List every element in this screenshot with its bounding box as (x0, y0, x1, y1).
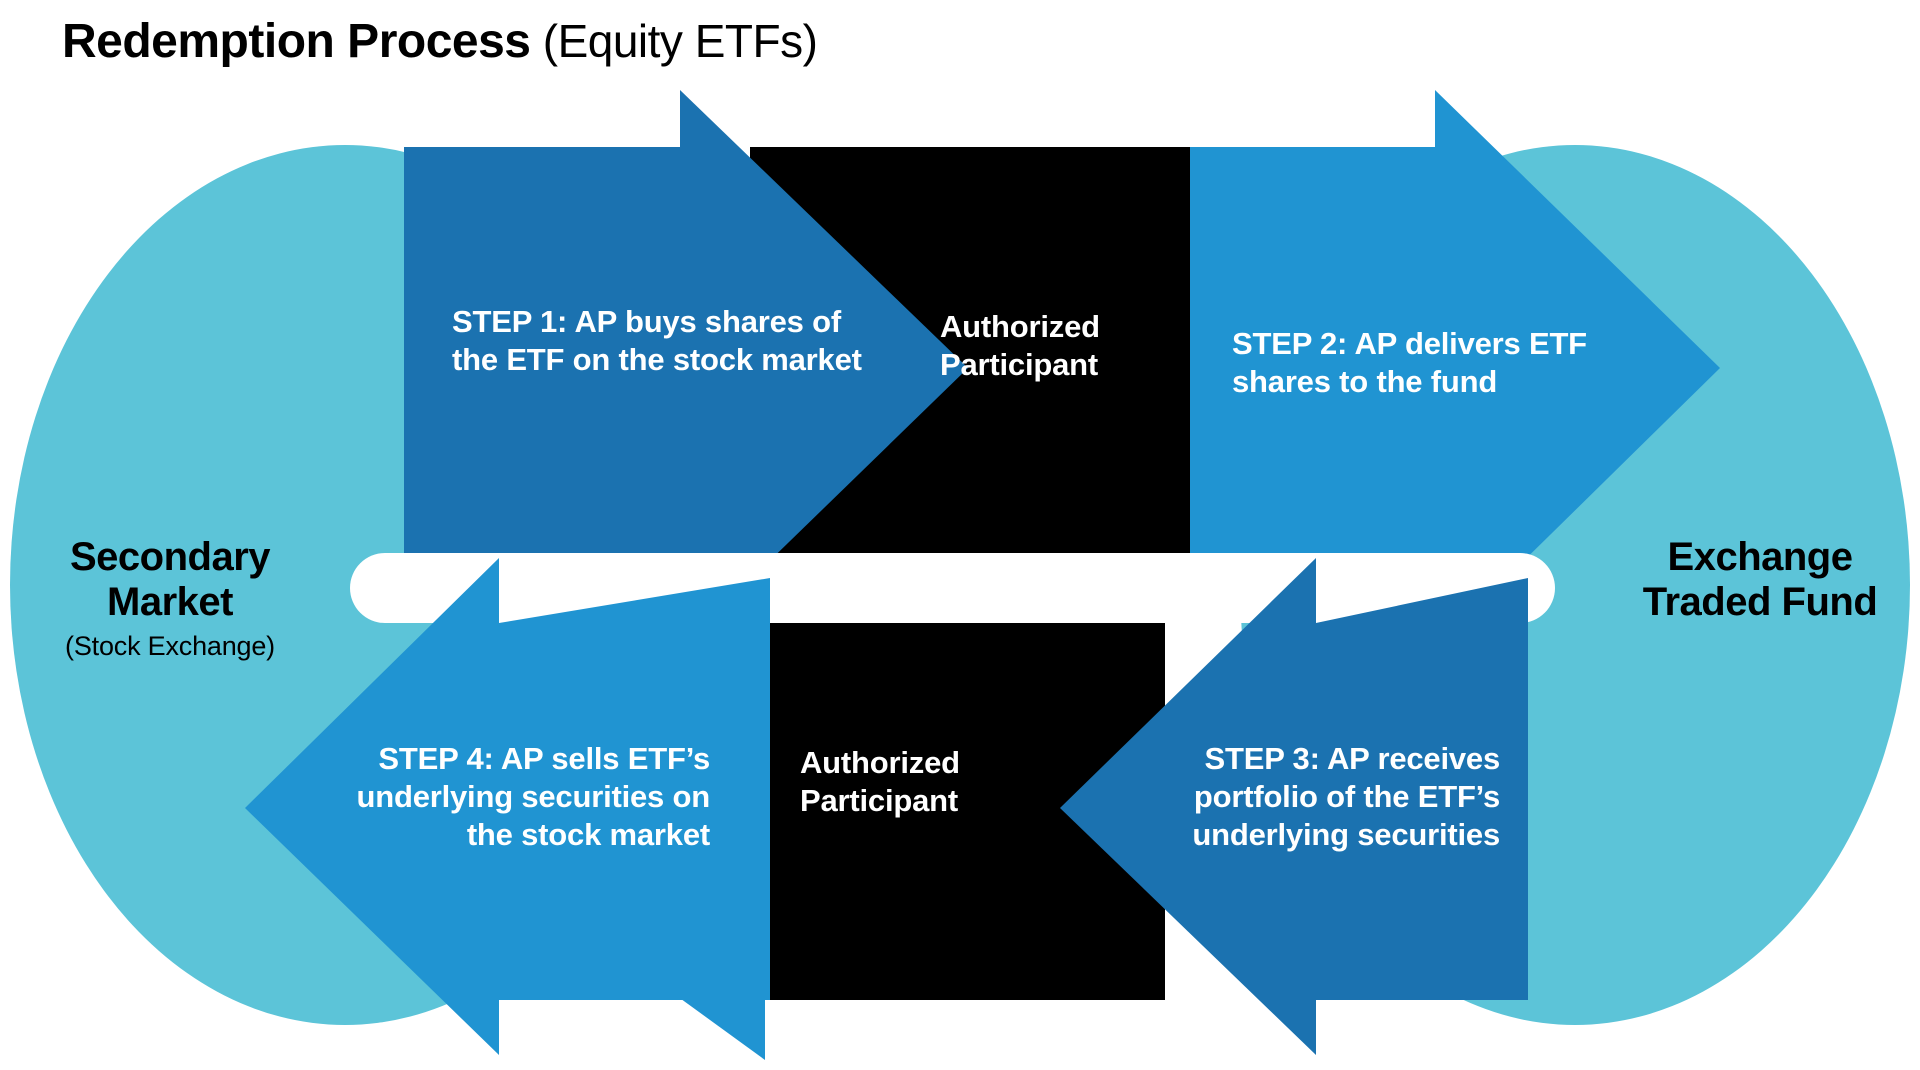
page-title: Redemption Process (Equity ETFs) (62, 15, 818, 68)
secondary-market-label: Secondary Market (Stock Exchange) (10, 535, 330, 661)
authorized-participant-label-bottom: Authorized Participant (800, 745, 960, 819)
step-2-label: STEP 2: AP delivers ETF shares to the fu… (1232, 326, 1587, 399)
authorized-participant-label-top: Authorized Participant (940, 309, 1100, 383)
step-4-arrow-body (245, 558, 770, 1055)
exchange-traded-fund-title: Exchange Traded Fund (1642, 535, 1878, 624)
step-1-arrow (404, 90, 968, 648)
step-4-label: STEP 4: AP sells ETF’s underlying securi… (356, 741, 710, 852)
page-title-main: Redemption Process (62, 15, 531, 68)
step-3-arrow (1060, 558, 1528, 1055)
step-3-label: STEP 3: AP receives portfolio of the ETF… (1192, 741, 1500, 852)
page-title-sub: (Equity ETFs) (530, 15, 818, 67)
exchange-traded-fund-label: Exchange Traded Fund (1600, 535, 1920, 625)
step-1-label: STEP 1: AP buys shares of the ETF on the… (452, 304, 862, 377)
secondary-market-title: Secondary Market (69, 535, 271, 624)
step-2-arrow (1190, 90, 1720, 648)
secondary-market-note: (Stock Exchange) (65, 630, 275, 661)
